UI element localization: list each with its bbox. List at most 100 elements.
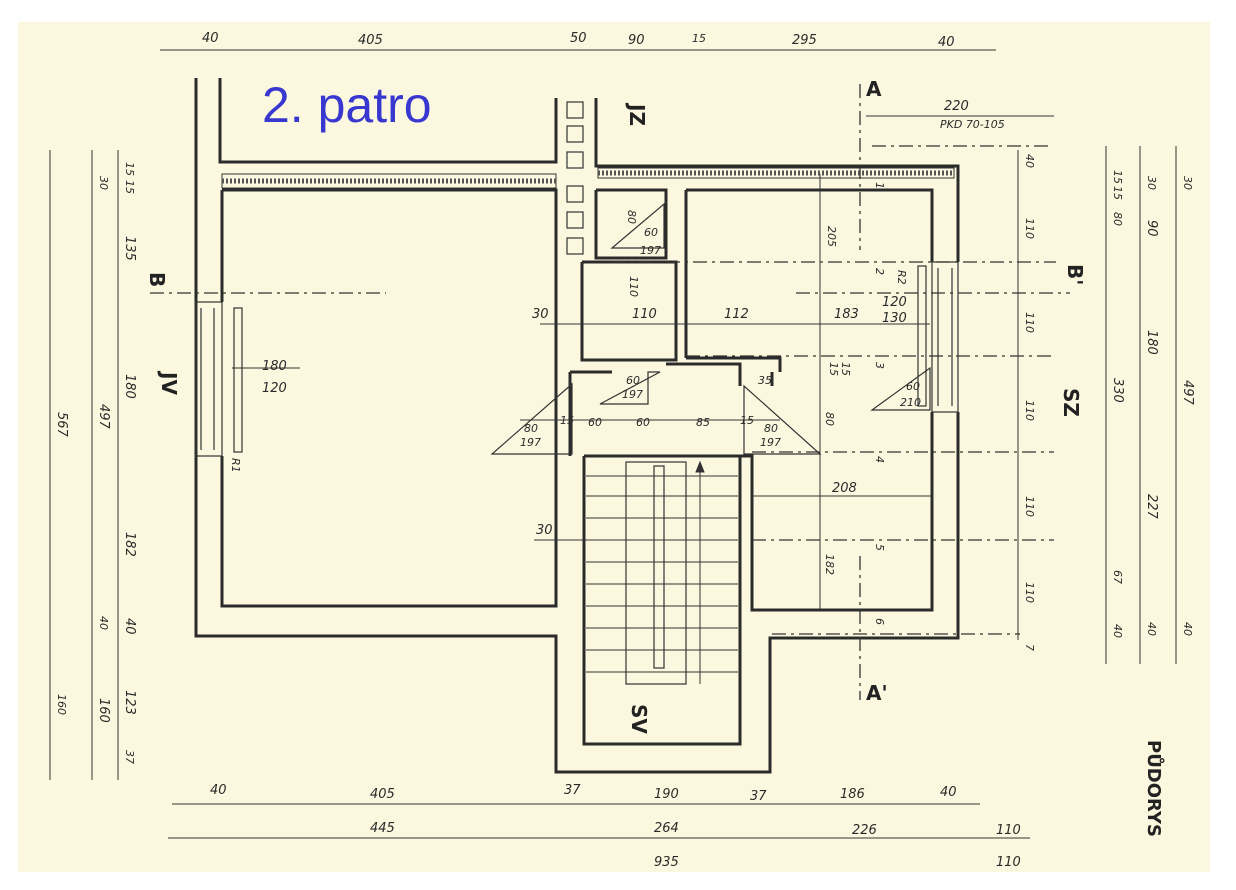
dim-window-120: 120 [262, 381, 287, 396]
section-mark-a-top: A [866, 77, 882, 101]
dim-bottom-r2-a: 445 [370, 821, 395, 836]
dim-left-182: 182 [122, 532, 137, 557]
dim-bottom-r1-b: 405 [370, 787, 395, 802]
label-r1: R1 [229, 458, 242, 473]
dim-15a: 15 [560, 414, 574, 427]
dim-top-50: 50 [570, 31, 587, 46]
section-mark-b-left: B [145, 272, 169, 287]
dim-35: 35 [758, 374, 772, 387]
dim-bottom-r2-b: 264 [654, 821, 679, 836]
axis-number-3: 3 [873, 362, 886, 369]
dim-left-40b: 40 [122, 618, 137, 635]
dim-left-160a: 160 [55, 694, 68, 715]
dim-left-15a: 15 [123, 162, 136, 176]
dim-left-160b: 160 [96, 698, 111, 723]
dim-30a: 30 [532, 307, 549, 322]
dim-axis-110a: 110 [1023, 218, 1036, 239]
sheet-label: PŮDORYS [1143, 740, 1166, 837]
dim-right-40c: 40 [1181, 622, 1194, 636]
dim-183: 183 [834, 307, 859, 322]
dim-15b: 15 [740, 414, 754, 427]
dim-15s: 15 [827, 362, 840, 376]
dim-left-15b: 15 [123, 180, 136, 194]
dim-right-80: 80 [1111, 212, 1124, 226]
dim-top-pkd: PKD 70-105 [940, 118, 1005, 131]
left-dimensions: 567 160 30 497 40 160 15 15 135 180 182 … [54, 162, 137, 764]
dim-left-123: 123 [122, 690, 137, 715]
section-lines [150, 84, 1070, 700]
dim-bottom-r1-c: 37 [564, 783, 581, 798]
dim-axis-110e: 110 [1023, 582, 1036, 603]
dim-80e: 80 [823, 412, 836, 426]
dim-bottom-r1-d: 190 [654, 787, 679, 802]
dim-left-40a: 40 [97, 616, 110, 630]
dim-right-180: 180 [1144, 330, 1159, 355]
dim-bottom-r1-f: 186 [840, 787, 865, 802]
dim-right-227: 227 [1144, 494, 1159, 520]
floor-plan-drawing: 2. patro [18, 22, 1210, 872]
door-symbols [490, 202, 931, 455]
dim-top-15: 15 [692, 32, 706, 45]
label-r2: R2 [895, 270, 908, 285]
floor-title: 2. patro [262, 77, 432, 133]
dim-right-40a: 40 [1111, 624, 1124, 638]
dim-axis-7: 7 [1023, 644, 1036, 651]
walls [194, 78, 960, 774]
interior-dimensions: 180 120 R1 R2 80 60 197 110 30 110 112 1… [229, 210, 921, 575]
dim-right-15a: 15 [1111, 170, 1124, 184]
dim-top-90: 90 [628, 33, 645, 48]
dim-208: 208 [832, 481, 857, 496]
dimension-lines [49, 49, 1177, 839]
right-dimensions: 15 15 80 330 67 40 30 90 180 227 40 30 4… [1023, 154, 1195, 651]
label-sz: SZ [1059, 388, 1083, 417]
dim-right-40b: 40 [1145, 622, 1158, 636]
dim-80a: 80 [625, 210, 638, 224]
dim-110a: 110 [627, 276, 640, 297]
dim-210: 210 [900, 396, 921, 409]
dim-bottom-r2-c: 226 [852, 823, 877, 838]
dim-60a: 60 [644, 226, 658, 239]
dim-top-220: 220 [944, 99, 969, 114]
dim-60d: 60 [588, 416, 602, 429]
dim-bottom-r3-b: 110 [996, 855, 1021, 870]
paper-background [18, 22, 1210, 872]
dim-85: 85 [696, 416, 710, 429]
dim-60b: 60 [626, 374, 640, 387]
dim-left-37: 37 [123, 750, 136, 764]
dim-bottom-r1-g: 40 [940, 785, 957, 800]
floor-plan-sheet: 2. patro [18, 22, 1210, 872]
label-jv: JV [157, 370, 181, 395]
dim-197d: 197 [760, 436, 781, 449]
label-sv: SV [627, 704, 651, 734]
axis-number-6: 6 [873, 618, 886, 625]
dim-left-30: 30 [97, 176, 110, 190]
axis-numbers: 1 2 3 4 5 6 [873, 182, 886, 625]
axis-number-2: 2 [873, 268, 886, 275]
dim-window-180: 180 [262, 359, 287, 374]
dim-top-40a: 40 [202, 31, 219, 46]
dim-205: 205 [825, 226, 838, 247]
dim-right-497: 497 [1180, 380, 1195, 406]
dim-right-15b: 15 [1111, 186, 1124, 200]
dim-80b: 80 [524, 422, 538, 435]
dim-axis-40: 40 [1023, 154, 1036, 168]
dim-left-497: 497 [96, 404, 111, 430]
dim-left-135: 135 [122, 236, 137, 261]
dim-left-180: 180 [122, 374, 137, 399]
label-jz: JZ [625, 102, 649, 126]
dim-197a: 197 [640, 244, 661, 257]
dim-axis-110b: 110 [1023, 312, 1036, 333]
dim-right-30b: 30 [1181, 176, 1194, 190]
dim-right-30a: 30 [1145, 176, 1158, 190]
dim-197c: 197 [520, 436, 541, 449]
dim-15t: 15 [839, 362, 852, 376]
dim-80c: 80 [764, 422, 778, 435]
dim-60e: 60 [636, 416, 650, 429]
dim-30b: 30 [536, 523, 553, 538]
dim-axis-110c: 110 [1023, 400, 1036, 421]
dim-axis-110d: 110 [1023, 496, 1036, 517]
dim-bottom-r1-a: 40 [210, 783, 227, 798]
axis-number-4: 4 [873, 456, 886, 463]
dim-top-40b: 40 [938, 35, 955, 50]
section-mark-a-bottom: A' [866, 681, 888, 705]
